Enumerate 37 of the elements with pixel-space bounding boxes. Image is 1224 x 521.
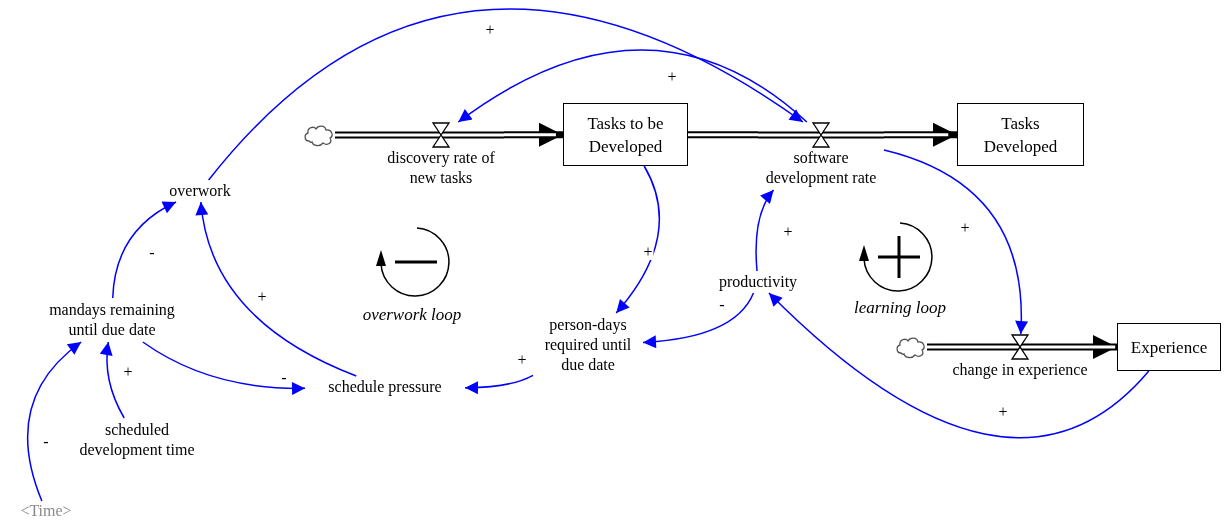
causal-link-arrow [207, 8, 804, 181]
flow-pipe-arrow [504, 122, 563, 147]
cloud-icon [895, 335, 927, 359]
polarity-sign: + [642, 244, 654, 260]
variable-label: schedule pressure [305, 376, 465, 398]
causal-link-arrow [142, 341, 306, 395]
stock-label: Tasks Developed [982, 112, 1059, 158]
variable-label: productivity [703, 271, 813, 293]
flow-rate-label: discovery rate of new tasks [386, 148, 496, 188]
loop-name: overwork loop [362, 305, 462, 325]
flow-pipe-arrow [1093, 335, 1117, 359]
causal-link-arrow [642, 292, 755, 348]
causal-link-arrow [883, 149, 1028, 335]
loop-name: learning loop [853, 298, 947, 318]
cloud-icon [303, 123, 335, 147]
causal-link-arrow [768, 292, 1150, 439]
causal-link-arrow [112, 201, 177, 299]
flow-pipe-arrow [884, 122, 957, 147]
causal-link-arrow [196, 201, 357, 377]
flow-rate-label: software development rate [764, 148, 878, 188]
causal-link-arrow [755, 189, 775, 272]
stock-label: Tasks to be Developed [586, 112, 665, 158]
variable-label: mandays remaining until due date [37, 298, 187, 342]
stock-box [1117, 323, 1221, 371]
causal-link-arrow [615, 165, 660, 314]
flow-rate-label: change in experience [952, 360, 1088, 380]
stock-label: Experience [1130, 336, 1208, 359]
causal-link-arrow [464, 374, 534, 395]
variable-label: person-days required until due date [533, 313, 643, 377]
stock-box [563, 103, 688, 166]
causal-link-arrow [457, 49, 808, 123]
shadow-variable-label: <Time> [10, 501, 82, 521]
causal-link-arrow [26, 341, 82, 502]
stock-box [957, 103, 1084, 166]
variable-label: overwork [158, 180, 242, 202]
causal-link-arrow [100, 341, 125, 419]
variable-label: scheduled development time [67, 418, 207, 462]
